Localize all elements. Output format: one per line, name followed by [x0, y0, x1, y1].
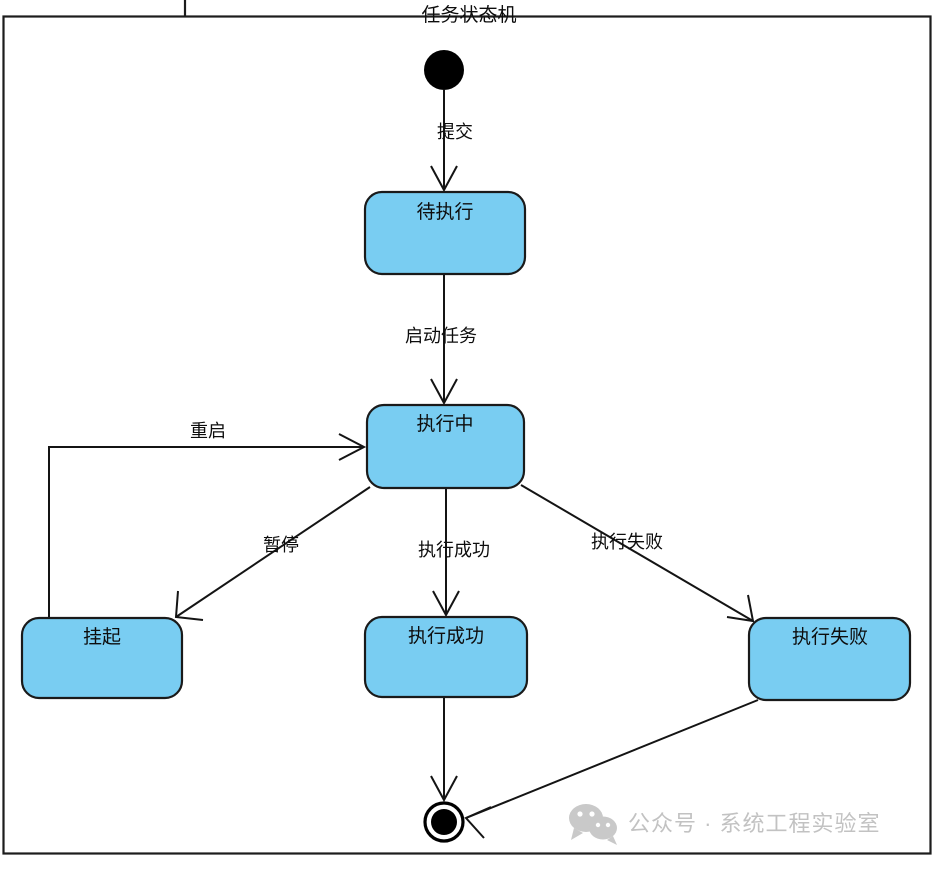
watermark: 公众号 · 系统工程实验室 — [569, 804, 881, 845]
transition-start-task[interactable]: 启动任务 — [405, 274, 477, 406]
state-node-pending[interactable]: 待执行 — [363, 190, 527, 276]
state-label-success: 执行成功 — [408, 625, 484, 647]
transition-line — [465, 699, 759, 819]
state-node-failed[interactable]: 执行失败 — [747, 616, 912, 702]
arrow-head-icon — [430, 775, 458, 803]
wechat-icon — [569, 804, 617, 845]
arrow-head-icon — [338, 433, 367, 461]
initial-state-node[interactable] — [424, 50, 464, 90]
arrow-head-icon — [430, 165, 458, 193]
transition-line — [520, 484, 754, 622]
arrow-head-icon — [726, 594, 755, 623]
final-state-core — [431, 809, 457, 835]
arrow-head-icon — [174, 590, 204, 621]
transition-line — [48, 446, 364, 618]
state-box — [363, 190, 527, 276]
final-state-node[interactable] — [423, 801, 465, 843]
transition-label-start-task: 启动任务 — [405, 326, 477, 346]
transition-pause[interactable]: 暂停 — [174, 486, 371, 621]
page-frame — [2, 15, 932, 855]
page-title: 任务状态机 — [421, 4, 516, 26]
state-node-suspended[interactable]: 挂起 — [20, 616, 184, 700]
state-label-running: 执行中 — [416, 413, 473, 435]
transition-restart[interactable]: 重启 — [48, 421, 367, 618]
watermark-label: 公众号 · 系统工程实验室 — [628, 811, 881, 836]
transition-line — [175, 486, 371, 618]
transition-label-execute-success: 执行成功 — [418, 540, 490, 560]
transition-execute-failed[interactable]: 执行失败 — [520, 484, 755, 623]
transition-label-execute-failed: 执行失败 — [591, 532, 663, 552]
transition-label-restart: 重启 — [190, 421, 226, 441]
transition-execute-success[interactable]: 执行成功 — [418, 488, 490, 618]
transition-submit[interactable]: 提交 — [430, 90, 473, 193]
state-box — [363, 615, 529, 699]
state-box — [365, 403, 526, 490]
arrow-head-icon — [430, 378, 458, 406]
transition-failed-to-final[interactable] — [464, 699, 759, 839]
state-label-failed: 执行失败 — [792, 626, 868, 648]
state-label-pending: 待执行 — [416, 201, 473, 223]
arrow-head-icon — [464, 806, 492, 839]
transition-label-submit: 提交 — [437, 122, 473, 142]
transition-label-pause: 暂停 — [263, 535, 299, 555]
transition-success-to-final[interactable] — [430, 697, 458, 803]
state-label-suspended: 挂起 — [83, 626, 121, 648]
state-box — [747, 616, 912, 702]
state-node-running[interactable]: 执行中 — [365, 403, 526, 490]
state-node-success[interactable]: 执行成功 — [363, 615, 529, 699]
arrow-head-icon — [432, 590, 460, 618]
state-box — [20, 616, 184, 700]
